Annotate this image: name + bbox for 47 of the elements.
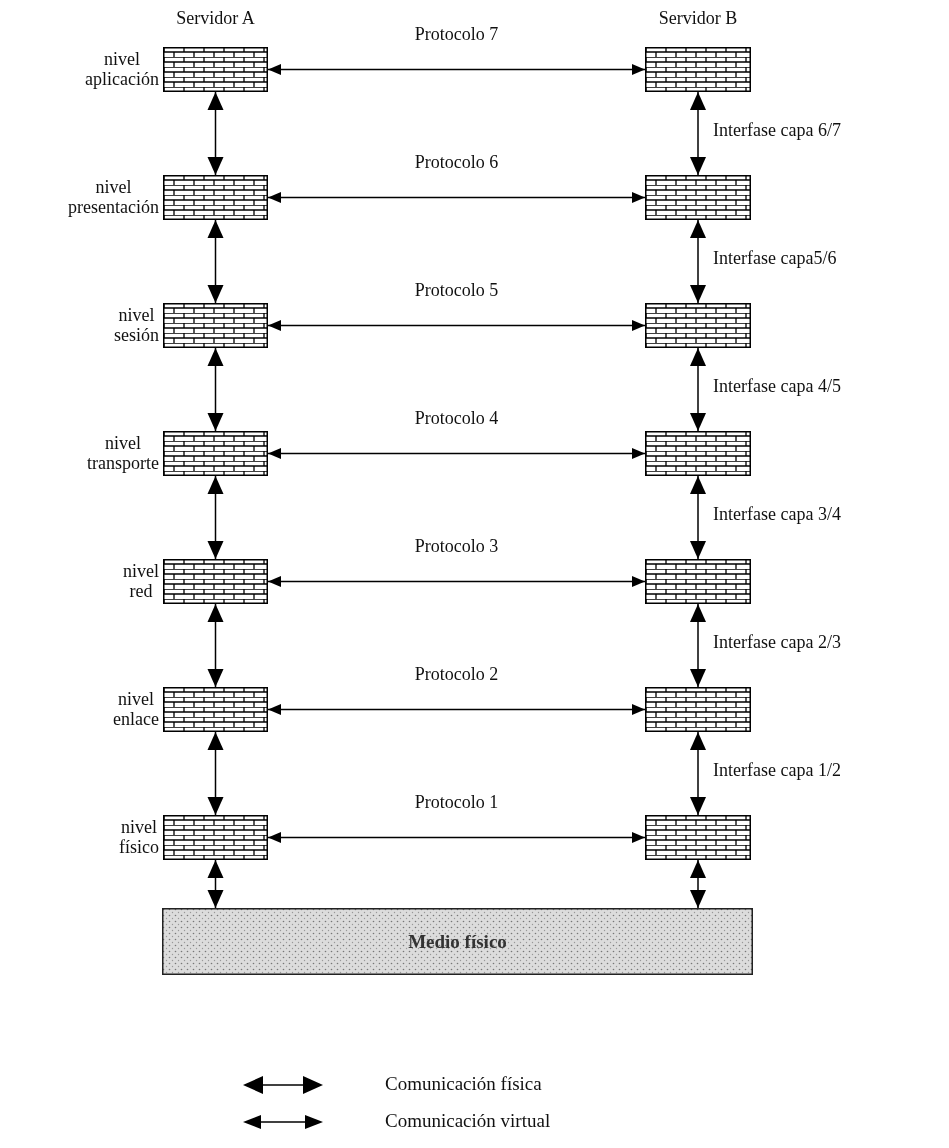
- layer-label: nivel transporte: [87, 432, 159, 475]
- physical-arrow: [207, 347, 224, 432]
- physical-medium-bar: [162, 908, 753, 975]
- physical-arrow: [207, 859, 224, 909]
- physical-arrow: [690, 219, 706, 304]
- brick-layer-box: [645, 687, 751, 732]
- layer-label: nivel aplicación: [85, 48, 159, 91]
- brick-layer-box: [645, 815, 751, 860]
- virtual-arrow: [267, 832, 646, 843]
- physical-arrow: [207, 475, 224, 560]
- physical-arrow: [690, 91, 706, 176]
- physical-arrow: [207, 219, 224, 304]
- server-heading: Servidor A: [176, 8, 255, 29]
- interface-label: Interfase capa 2/3: [713, 631, 841, 653]
- virtual-arrow: [267, 704, 646, 715]
- legend-text: Comunicación virtual: [385, 1110, 551, 1132]
- virtual-arrow: [267, 448, 646, 459]
- physical-arrow: [690, 347, 706, 432]
- layer-label: nivel enlace: [113, 688, 159, 731]
- physical-arrow: [207, 91, 224, 176]
- physical-arrow: [207, 603, 224, 688]
- medium-label: Medio físico: [407, 930, 508, 953]
- physical-arrow: [690, 731, 706, 816]
- interface-label: Interfase capa5/6: [713, 247, 837, 269]
- physical-arrow: [690, 603, 706, 688]
- layer-label: nivel presentación: [68, 176, 159, 219]
- brick-layer-box: [645, 175, 751, 220]
- interface-label: Interfase capa 1/2: [713, 759, 841, 781]
- physical-arrow: [690, 859, 706, 909]
- legend-text: Comunicación física: [385, 1073, 542, 1095]
- layer-label: nivel físico: [119, 816, 159, 859]
- brick-layer-box: [645, 303, 751, 348]
- brick-layer-box: [645, 47, 751, 92]
- interface-label: Interfase capa 6/7: [713, 119, 841, 141]
- brick-layer-box: [645, 559, 751, 604]
- interface-label: Interfase capa 3/4: [713, 503, 841, 525]
- virtual-arrow: [267, 64, 646, 75]
- physical-arrow: [690, 475, 706, 560]
- virtual-arrow: [267, 192, 646, 203]
- layer-label: nivel sesión: [114, 304, 159, 347]
- server-heading: Servidor B: [658, 8, 738, 29]
- physical-arrow: [207, 731, 224, 816]
- virtual-arrow: [267, 576, 646, 587]
- interface-label: Interfase capa 4/5: [713, 375, 841, 397]
- brick-layer-box: [645, 431, 751, 476]
- virtual-arrow: [267, 320, 646, 331]
- layer-label: nivel red: [123, 560, 159, 603]
